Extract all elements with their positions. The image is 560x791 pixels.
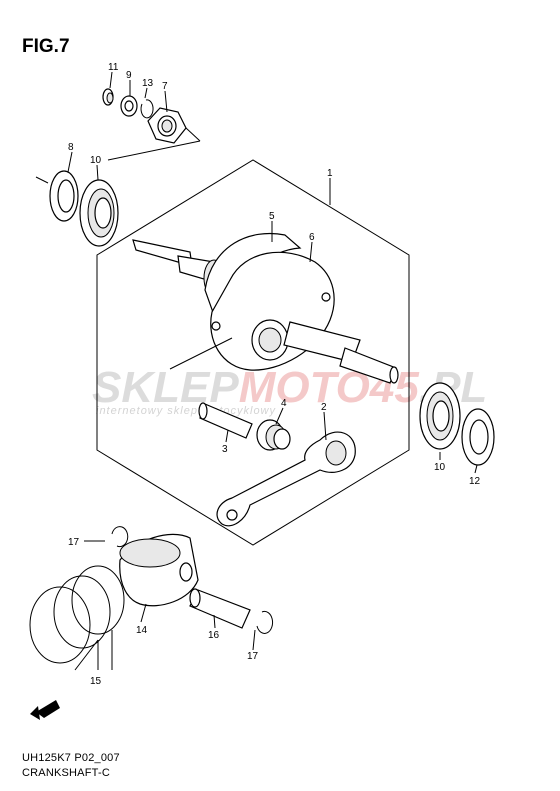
callout-10-left: 10: [90, 155, 102, 166]
assembly-boundary: [96, 159, 410, 546]
callout-16: 16: [208, 630, 220, 641]
leader-left-bearing: [35, 176, 49, 184]
leader-crankpin: [169, 337, 233, 370]
callout-3: 3: [222, 444, 228, 455]
part-15-piston-rings: [29, 565, 125, 664]
part-4-needle-bearing: [256, 419, 291, 451]
part-2-connecting-rod: [216, 431, 356, 527]
callout-12: 12: [469, 476, 481, 487]
callout-4: 4: [281, 398, 287, 409]
part-9-washer: [120, 95, 138, 117]
part-6-crankshaft-right: [210, 251, 399, 384]
callout-15: 15: [90, 676, 102, 687]
part-10-bearing-right: [419, 382, 461, 450]
callout-13: 13: [142, 78, 154, 89]
callout-14: 14: [136, 625, 148, 636]
callout-6: 6: [309, 232, 315, 243]
part-17-circlip-upper: [111, 526, 129, 548]
leader-top-group: [107, 140, 201, 161]
part-14-piston: [119, 533, 199, 607]
fwd-arrow-icon: [30, 700, 60, 720]
callout-17-lower: 17: [247, 651, 259, 662]
part-16-piston-pin: [189, 588, 251, 629]
leader-top-group-b: [185, 127, 201, 142]
part-7-hex-nut: [147, 107, 187, 144]
callout-8: 8: [68, 142, 74, 153]
callout-1: 1: [327, 168, 333, 179]
figure-name: CRANKSHAFT-C: [22, 767, 110, 779]
part-11-cap-nut: [102, 88, 114, 106]
part-17-circlip-lower: [256, 610, 274, 634]
callout-9: 9: [126, 70, 132, 81]
figure-title: FIG.7: [22, 36, 70, 57]
figure-code: UH125K7 P02_007: [22, 752, 120, 764]
part-3-crank-pin: [198, 402, 253, 439]
callout-11: 11: [108, 62, 119, 73]
part-13-circlip: [140, 99, 154, 119]
leader-ring-a: [74, 639, 99, 671]
part-8-oil-seal: [49, 170, 79, 222]
part-12-oil-seal: [461, 408, 495, 466]
callout-10-right: 10: [434, 462, 446, 473]
watermark-tagline: internetowy sklep motocyklowy: [96, 405, 277, 417]
callout-2: 2: [321, 402, 327, 413]
callout-7: 7: [162, 81, 168, 92]
part-10-bearing-left: [79, 179, 119, 247]
callout-5: 5: [269, 211, 275, 222]
callout-17-upper: 17: [68, 537, 80, 548]
